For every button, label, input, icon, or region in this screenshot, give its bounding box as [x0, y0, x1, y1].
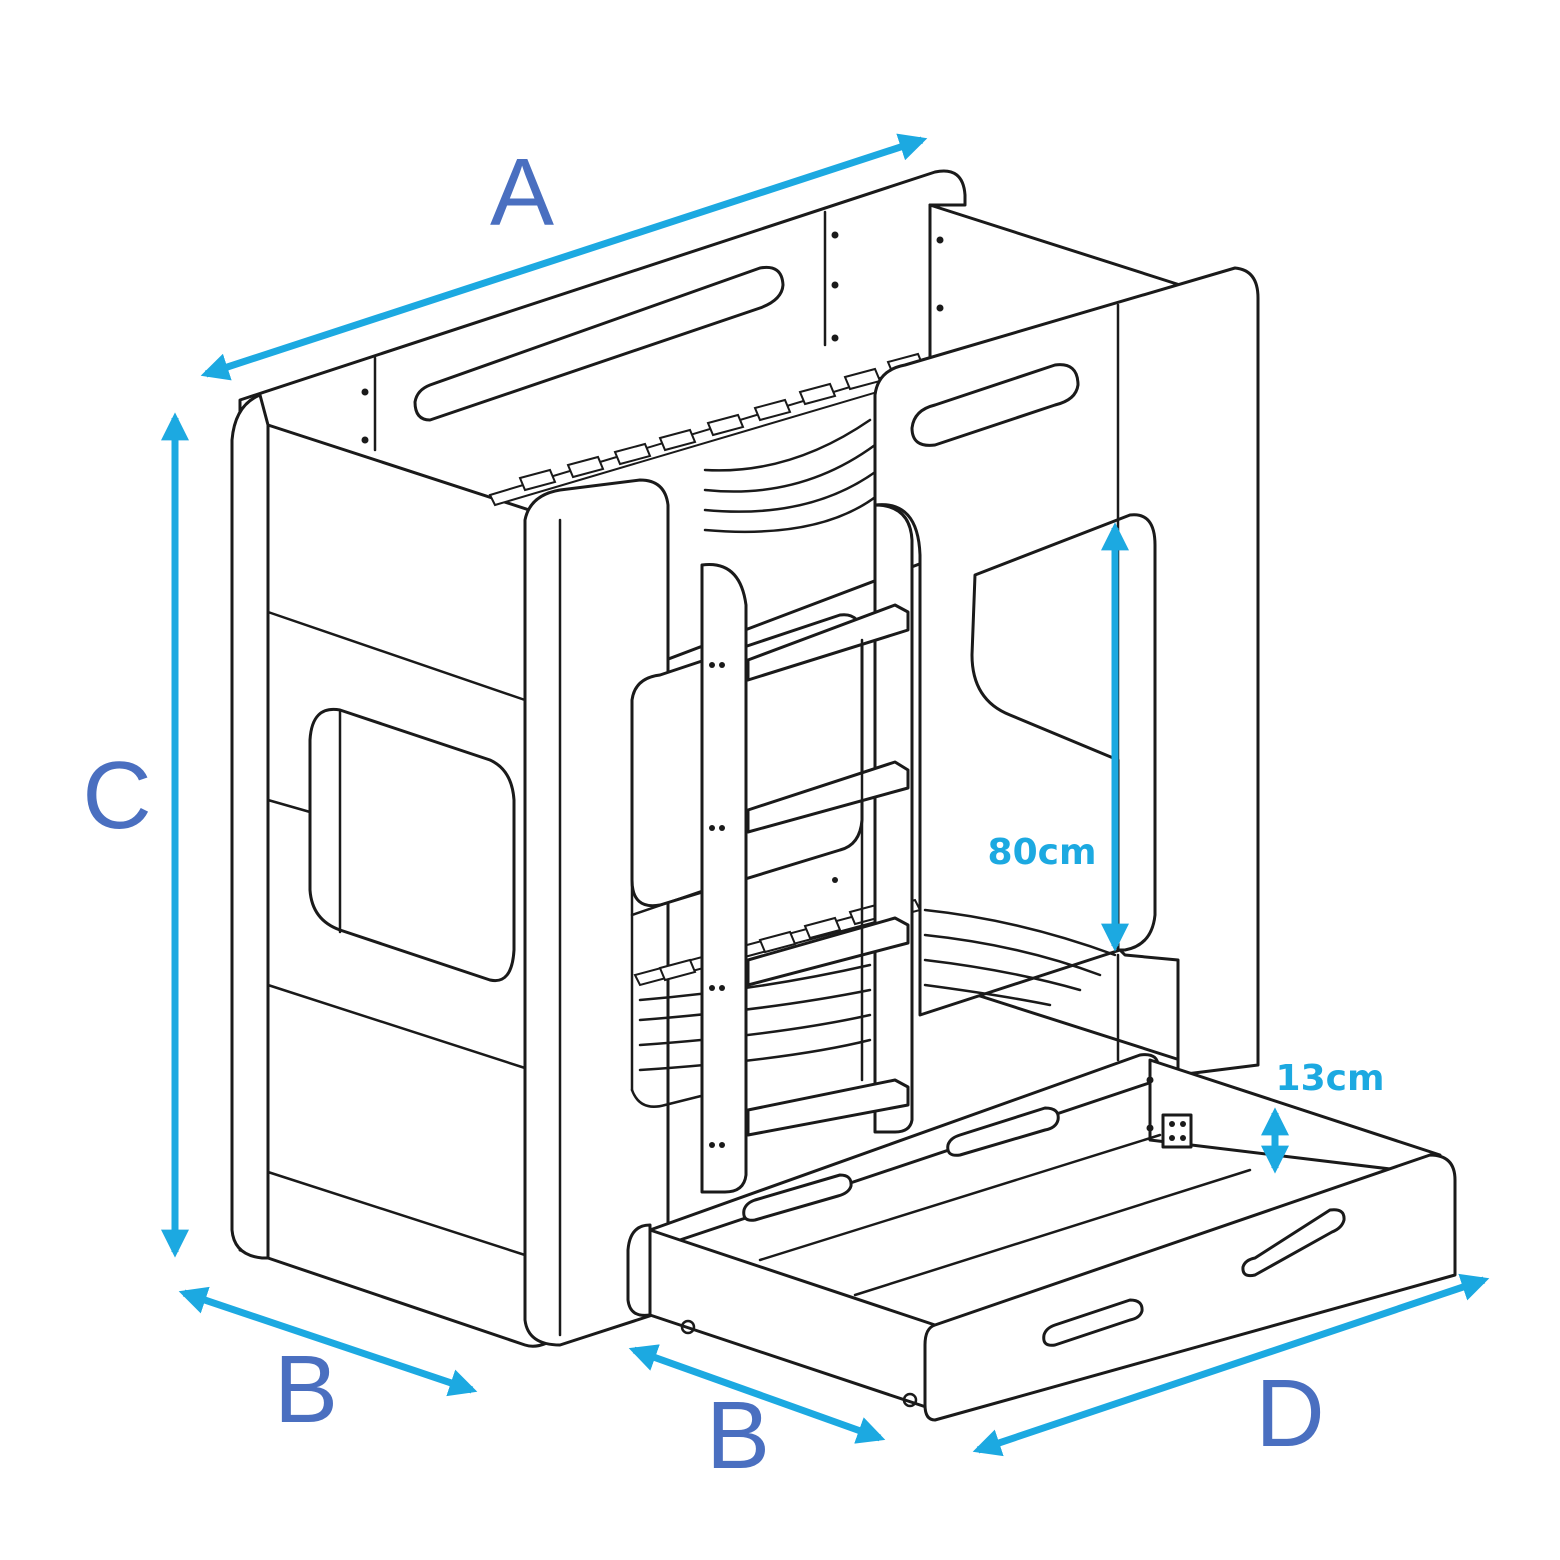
label-c: C — [82, 742, 151, 849]
left-front-upright — [523, 478, 670, 1347]
label-13cm: 13cm — [1276, 1058, 1385, 1099]
upper-slats — [488, 352, 947, 534]
drawer-front — [648, 1228, 937, 1412]
drawer-corner-bracket — [1161, 1113, 1193, 1149]
label-a: A — [490, 139, 554, 246]
bunk-bed — [230, 169, 1260, 1348]
left-end-window — [308, 707, 516, 983]
dimension-arrows — [161, 133, 1490, 1457]
label-b-drawer: B — [706, 1382, 770, 1489]
arrow-b-left — [178, 1286, 478, 1397]
label-80cm: 80cm — [988, 832, 1097, 873]
left-end-panel-edge — [230, 393, 270, 1260]
ladder — [700, 503, 914, 1194]
label-b-left: B — [274, 1336, 338, 1443]
label-d: D — [1255, 1360, 1324, 1467]
dimension-labels: A C B B D 80cm 13cm — [82, 139, 1384, 1489]
drawer-wheel — [902, 1392, 918, 1408]
ladder-rail-right — [873, 503, 914, 1134]
ladder-rail-left — [700, 563, 748, 1194]
arrow-a — [200, 133, 928, 381]
drawer-left-end — [626, 1223, 652, 1317]
arrow-d — [972, 1273, 1490, 1457]
drawer-wheel — [680, 1319, 696, 1335]
arrow-b-drawer — [628, 1344, 886, 1444]
right-rail-slot — [910, 363, 1080, 447]
